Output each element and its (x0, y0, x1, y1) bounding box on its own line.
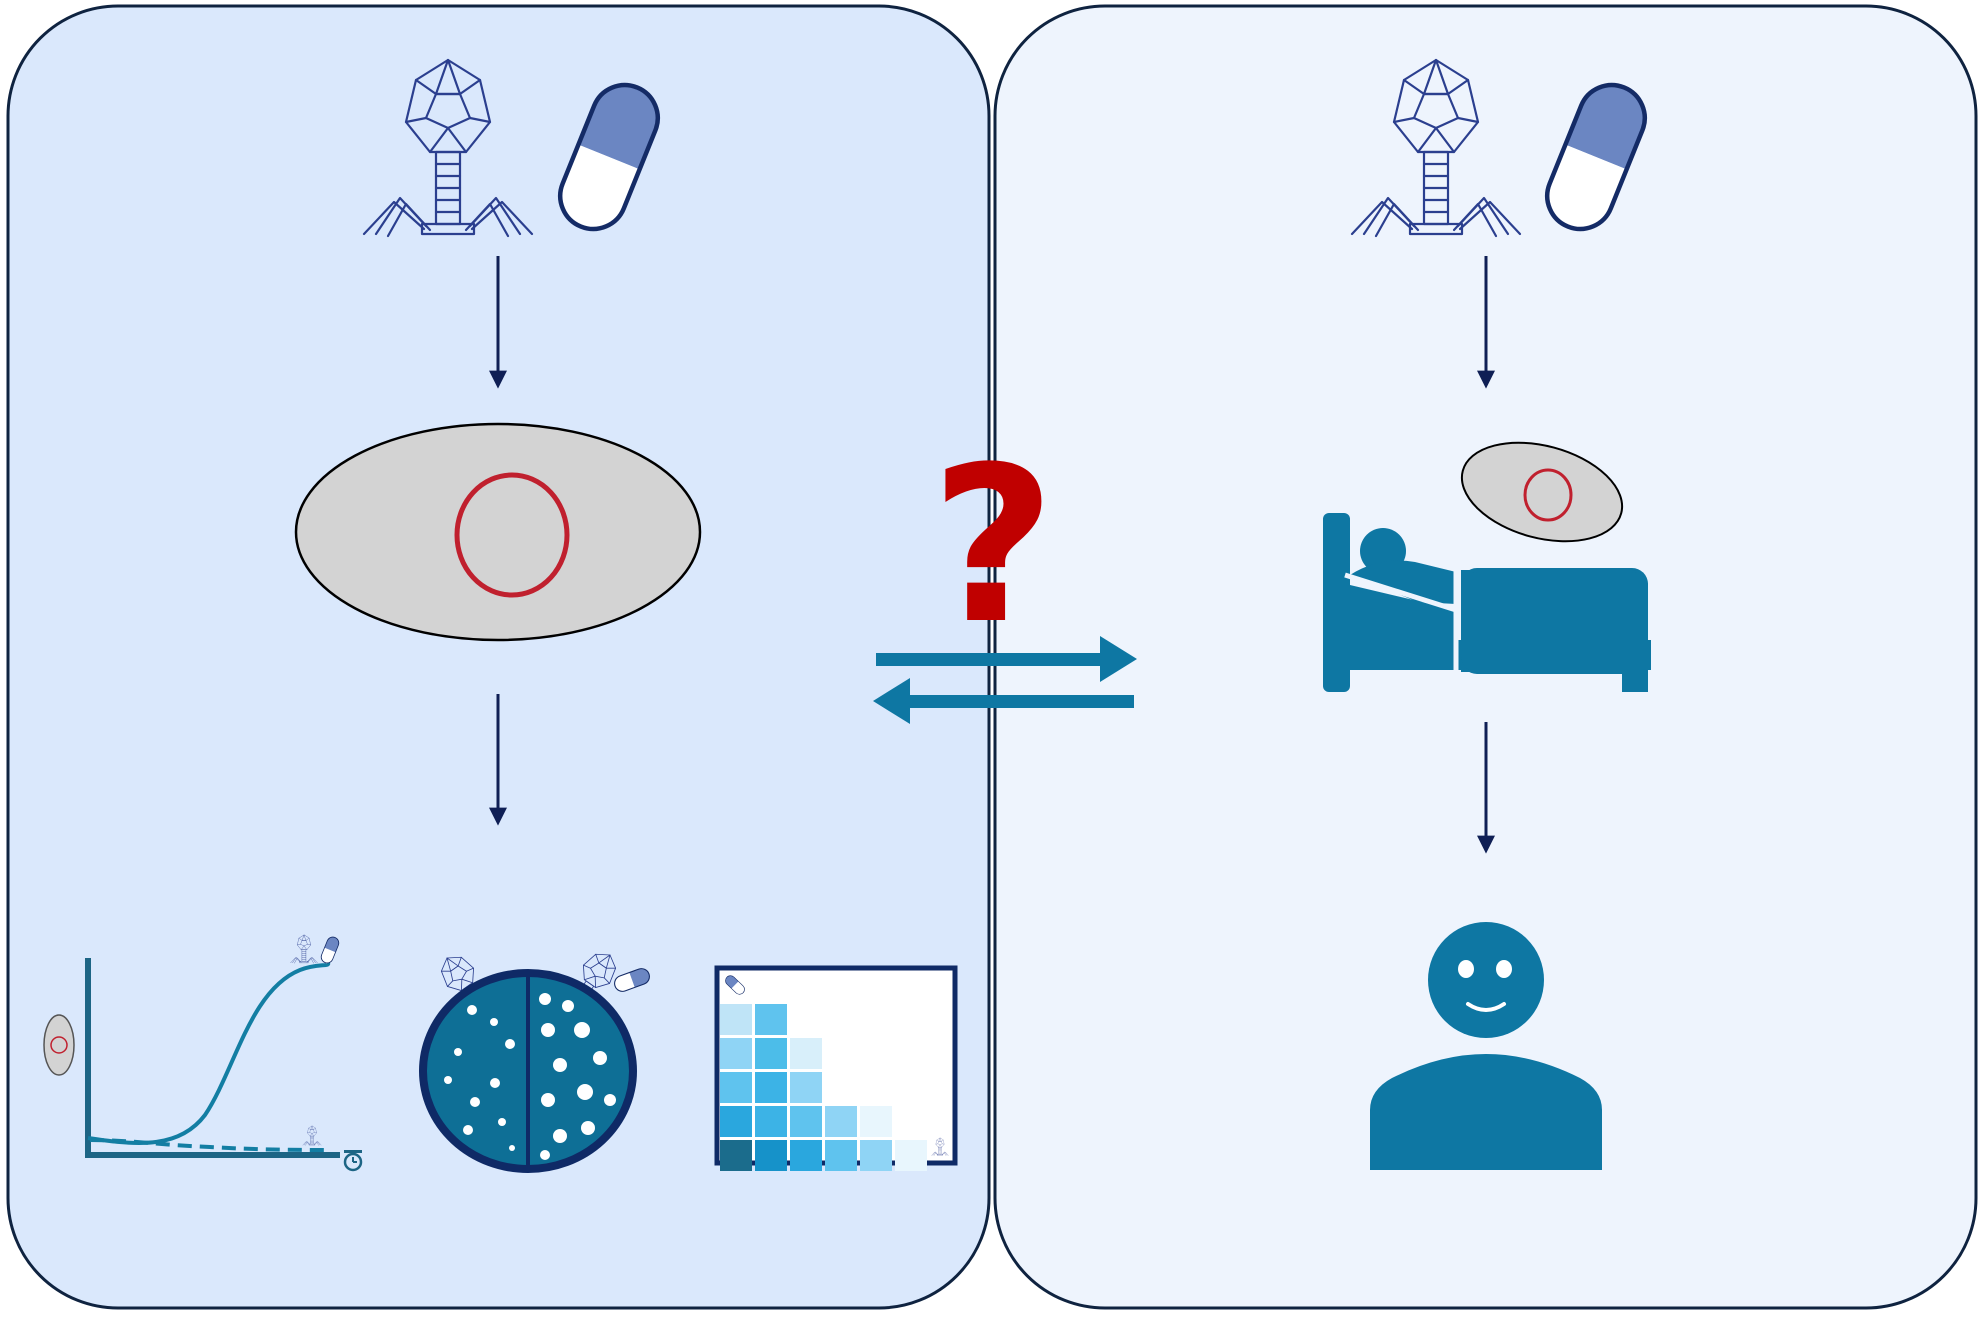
patient-in-bed-icon (1323, 513, 1651, 692)
checkerboard-grid (720, 1004, 927, 1171)
bacterial-cell-with-plasmid-icon (1460, 441, 1624, 543)
plasmid-icon (1523, 468, 1573, 522)
checkerboard-cell (860, 1140, 892, 1171)
checkerboard-cell (790, 1106, 822, 1137)
checkerboard-cell (860, 1106, 892, 1137)
checkerboard-cell (825, 1106, 857, 1137)
agar-plate-icon (419, 936, 657, 1173)
question-mark: ? (931, 420, 1056, 671)
checkerboard-cell (720, 1004, 752, 1035)
translation-arrow-right (876, 636, 1137, 682)
growth-curve-icon (43, 934, 363, 1172)
checkerboard-cell (790, 1140, 822, 1171)
bacterial-cell-mini-icon (43, 1014, 75, 1076)
checkerboard-cell (790, 1072, 822, 1103)
translation-arrow-left (873, 678, 1134, 724)
timer-icon (343, 1150, 363, 1172)
checkerboard-cell (755, 1072, 787, 1103)
checkerboard-cell (755, 1038, 787, 1069)
checkerboard-cell (895, 1140, 927, 1171)
checkerboard-cell (720, 1038, 752, 1069)
checkerboard-cell (790, 1038, 822, 1069)
checkerboard-icon (714, 965, 958, 1171)
checkerboard-cell (825, 1140, 857, 1171)
checkerboard-cell (755, 1004, 787, 1035)
healthy-person-icon (1370, 922, 1602, 1170)
checkerboard-cell (755, 1106, 787, 1137)
checkerboard-cell (720, 1140, 752, 1171)
checkerboard-cell (755, 1140, 787, 1171)
plasmid-icon (454, 472, 570, 598)
checkerboard-cell (720, 1072, 752, 1103)
checkerboard-cell (720, 1106, 752, 1137)
bacterial-cell-with-plasmid-icon (294, 422, 702, 642)
